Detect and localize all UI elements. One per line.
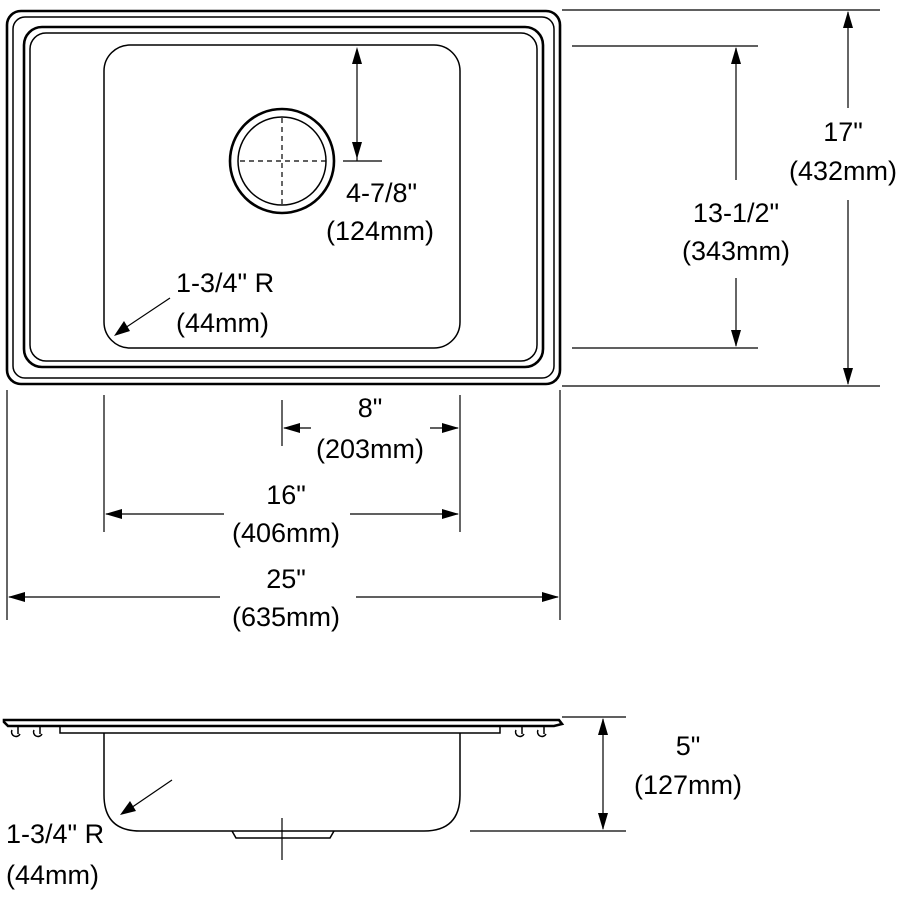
side-corner-radius-inch-label: 1-3/4" R [6,819,104,849]
bowl-depth-mm-label: (343mm) [682,236,790,266]
sink-deck-inner-edge [29,32,538,362]
sink-side-deck [59,725,501,734]
sink-deck-outline [22,25,545,369]
bowl-corner-radius-callout: 1-3/4" R (44mm) [114,268,274,338]
sink-side-bowl [103,733,461,832]
sink-outer-rim [5,9,562,386]
bowl-height-mm-label: (127mm) [634,770,742,800]
side-view: 1-3/4" R (44mm) 5" (127mm) [2,716,742,890]
overall-depth-mm-label: (432mm) [789,156,897,186]
drain-center-mm-label: (203mm) [316,434,424,464]
sink-bowl [103,44,461,349]
side-corner-radius-callout: 1-3/4" R (44mm) [6,779,173,890]
top-view: 4-7/8" (124mm) 1-3/4" R (44mm) [5,9,562,386]
drain-offset-dimension: 4-7/8" (124mm) [326,47,434,246]
overall-depth-inch-label: 17" [823,117,863,147]
drain-center-inch-label: 8" [358,393,383,423]
drain-center-dimension: 8" (203mm) [283,393,459,464]
overall-depth-dimension: 17" (432mm) [789,11,897,385]
overall-width-dimension: 25" (635mm) [8,564,559,632]
bowl-corner-radius-mm-label: (44mm) [176,308,269,338]
bowl-width-inch-label: 16" [266,480,306,510]
overall-width-inch-label: 25" [266,564,306,594]
bowl-depth-dimension: 13-1/2" (343mm) [682,47,790,347]
bowl-depth-inch-label: 13-1/2" [693,198,779,228]
overall-width-mm-label: (635mm) [232,602,340,632]
drain-icon [228,107,336,215]
bowl-height-inch-label: 5" [676,731,701,761]
sink-side-rim [2,718,565,728]
sink-rim-inner-edge [12,16,555,379]
extension-lines [6,9,880,620]
bowl-width-dimension: 16" (406mm) [105,480,459,548]
bowl-corner-radius-inch-label: 1-3/4" R [176,268,274,298]
mounting-clip-left-icon [10,726,43,738]
drain-offset-inch-label: 4-7/8" [346,178,417,208]
bowl-width-mm-label: (406mm) [232,518,340,548]
side-drain-icon [231,830,335,839]
side-corner-radius-mm-label: (44mm) [6,860,99,890]
bowl-height-dimension: 5" (127mm) [470,716,742,832]
mounting-clip-right-icon [514,726,547,738]
drain-offset-mm-label: (124mm) [326,216,434,246]
